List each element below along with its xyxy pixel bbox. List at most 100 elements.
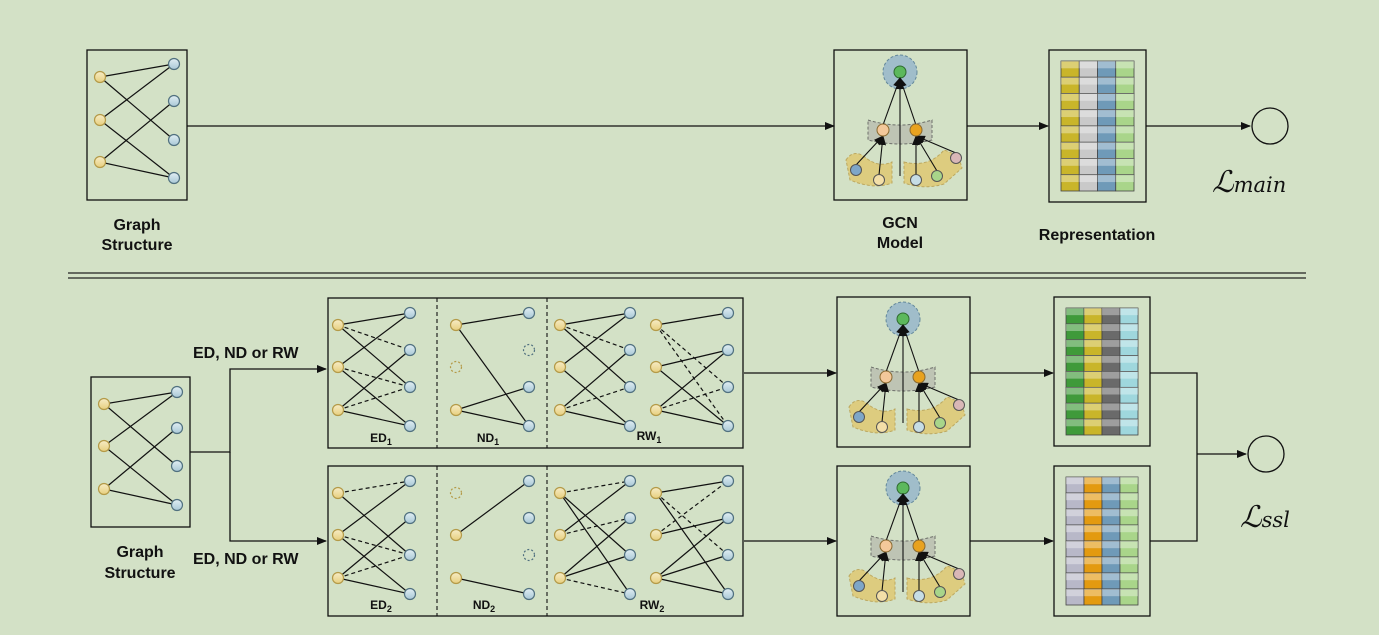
ssl-loss-label: ℒssl: [1240, 500, 1290, 535]
edge: [337, 366, 411, 427]
item-node: [721, 380, 735, 394]
embedding-cell-highlight: [1102, 589, 1120, 597]
dropped-user-node: [449, 360, 463, 374]
embedding-cell-highlight: [1066, 557, 1084, 565]
embedding-cell-highlight: [1084, 525, 1102, 533]
embedding-cell-highlight: [1079, 109, 1098, 118]
gcn-box: [836, 296, 971, 448]
embedding-cell-highlight: [1084, 339, 1102, 347]
edge: [337, 517, 411, 579]
embedding-cell-highlight: [1097, 142, 1116, 150]
embedding-cell-highlight: [1102, 419, 1120, 427]
item-node: [721, 419, 735, 433]
user-node: [449, 403, 463, 417]
item-node: [167, 94, 181, 108]
embedding-cell-highlight: [1120, 308, 1138, 316]
item-node: [403, 419, 417, 433]
top-gcn-model: [833, 49, 968, 201]
gcn-hop1-node: [876, 123, 890, 137]
panel-label-ed1: ED1: [370, 431, 392, 447]
embedding-cell-highlight: [1061, 126, 1080, 134]
user-node: [331, 318, 345, 332]
edge: [655, 349, 729, 411]
edge: [99, 161, 175, 179]
embedding-cell-highlight: [1102, 403, 1120, 411]
embedding-cell-highlight: [1084, 493, 1102, 501]
embedding-cell-highlight: [1084, 477, 1102, 485]
user-node: [649, 528, 663, 542]
ssl-representation-bottom: [1053, 465, 1151, 617]
embedding-cell-highlight: [1120, 339, 1138, 347]
embedding-cell-highlight: [1084, 509, 1102, 517]
item-node: [623, 419, 637, 433]
embedding-cell-highlight: [1066, 308, 1084, 316]
dashed-edge: [655, 492, 729, 556]
embedding-cell-highlight: [1061, 93, 1080, 101]
embedding-cell-highlight: [1115, 93, 1134, 101]
item-node: [403, 343, 417, 357]
embedding-cell-highlight: [1102, 541, 1120, 549]
embedding-cell-highlight: [1115, 126, 1134, 134]
graph-box: [86, 49, 188, 201]
embedding-cell-highlight: [1061, 142, 1080, 150]
edge: [655, 492, 729, 595]
dashed-edge: [655, 386, 729, 411]
item-node: [522, 587, 536, 601]
edge: [559, 517, 631, 579]
user-node: [97, 482, 111, 496]
dashed-edge: [337, 324, 411, 351]
item-node: [403, 380, 417, 394]
item-node: [170, 421, 184, 435]
user-node: [93, 113, 107, 127]
embedding-cell-highlight: [1097, 126, 1116, 134]
user-node: [449, 528, 463, 542]
user-node: [553, 403, 567, 417]
dashed-edge: [655, 324, 729, 388]
embedding-cell-highlight: [1061, 61, 1080, 69]
gcn-hop2-node: [953, 399, 965, 411]
ssl-gcn-model-bottom: [836, 465, 971, 617]
top-gcn-label-line2: Model: [877, 235, 923, 252]
edge: [337, 492, 411, 556]
gcn-hop2-node: [931, 170, 943, 182]
gcn-box: [833, 49, 968, 201]
edge: [337, 349, 411, 411]
embedding-cell-highlight: [1115, 77, 1134, 85]
gcn-hop1-node: [879, 539, 893, 553]
embedding-cell-highlight: [1084, 573, 1102, 581]
panel-label-nd1: ND1: [477, 431, 499, 447]
embedding-cell-highlight: [1120, 589, 1138, 597]
panel-label-rw2: RW2: [640, 598, 665, 614]
edge: [455, 312, 530, 326]
item-node: [623, 306, 637, 320]
edge: [559, 492, 631, 595]
top-representation: [1048, 49, 1147, 203]
edge: [559, 366, 631, 427]
gcn-hop2-node: [876, 590, 888, 602]
embedding-cell-highlight: [1079, 61, 1098, 69]
edge: [103, 488, 178, 506]
user-node: [553, 571, 567, 585]
edge: [455, 577, 530, 595]
bottom-graph-label-line1: Graph: [116, 544, 163, 561]
user-node: [331, 403, 345, 417]
gcn-hop2-node: [850, 164, 862, 176]
edge: [337, 409, 411, 427]
embedding-cell: [1119, 588, 1139, 606]
gcn-message-arrow: [918, 551, 960, 570]
main-loss-node: [1251, 107, 1289, 145]
embedding-cell-highlight: [1102, 355, 1120, 363]
embedding-cell-highlight: [1102, 339, 1120, 347]
embedding-cell-highlight: [1084, 308, 1102, 316]
embedding-cell-highlight: [1066, 387, 1084, 395]
user-node: [449, 318, 463, 332]
edge: [655, 554, 729, 579]
edge: [455, 480, 530, 536]
edge: [559, 554, 631, 579]
gcn-hop2-node: [953, 568, 965, 580]
item-node: [403, 474, 417, 488]
embedding-cell-highlight: [1084, 323, 1102, 332]
top-representation-label: Representation: [1039, 227, 1155, 244]
embedding-cell-highlight: [1066, 509, 1084, 517]
